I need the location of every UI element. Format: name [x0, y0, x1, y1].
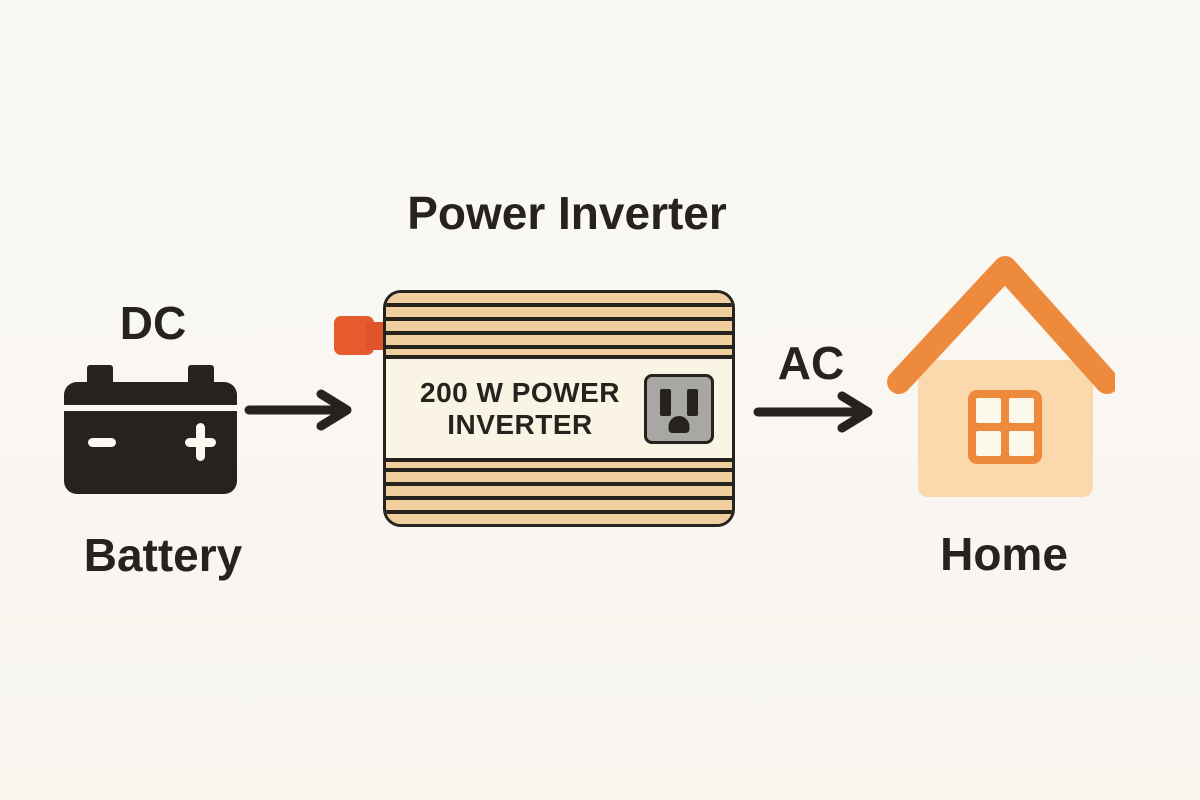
house-roof [887, 256, 1115, 394]
car-battery-icon [60, 365, 240, 494]
ac-arrow-right-icon [753, 391, 873, 433]
dc-plug-neck [366, 322, 388, 350]
outlet-slot-left [660, 388, 671, 416]
outlet-ground-hole [668, 415, 690, 433]
battery-signal-label: DC [119, 297, 187, 349]
window-pane-top-left [976, 398, 1001, 423]
power-outlet-icon [644, 373, 714, 444]
window-pane-bottom-right [1009, 431, 1034, 456]
home-signal-label: AC [777, 337, 845, 389]
outlet-slot-right [687, 388, 698, 416]
inverter-heatsink-fins-top [386, 293, 732, 359]
plus-symbol-vertical [196, 423, 205, 461]
battery-divider-line [60, 405, 240, 411]
power-inverter-device: 200 W POWER INVERTER [383, 290, 735, 527]
dc-arrow-right-icon [244, 389, 352, 431]
inverter-body-text: 200 W POWER INVERTER [396, 377, 644, 441]
inverter-body-line1: 200 W POWER [420, 376, 620, 408]
minus-symbol [88, 438, 116, 447]
home-name-label: Home [940, 528, 1068, 580]
diagram-title: Power Inverter [407, 187, 727, 239]
house-icon [887, 256, 1115, 497]
inverter-heatsink-fins-bottom [386, 458, 732, 524]
window-pane-bottom-left [976, 431, 1001, 456]
window-pane-top-right [1009, 398, 1034, 423]
inverter-front-panel: 200 W POWER INVERTER [386, 359, 732, 458]
inverter-body-line2: INVERTER [447, 408, 593, 440]
battery-name-label: Battery [83, 529, 243, 581]
